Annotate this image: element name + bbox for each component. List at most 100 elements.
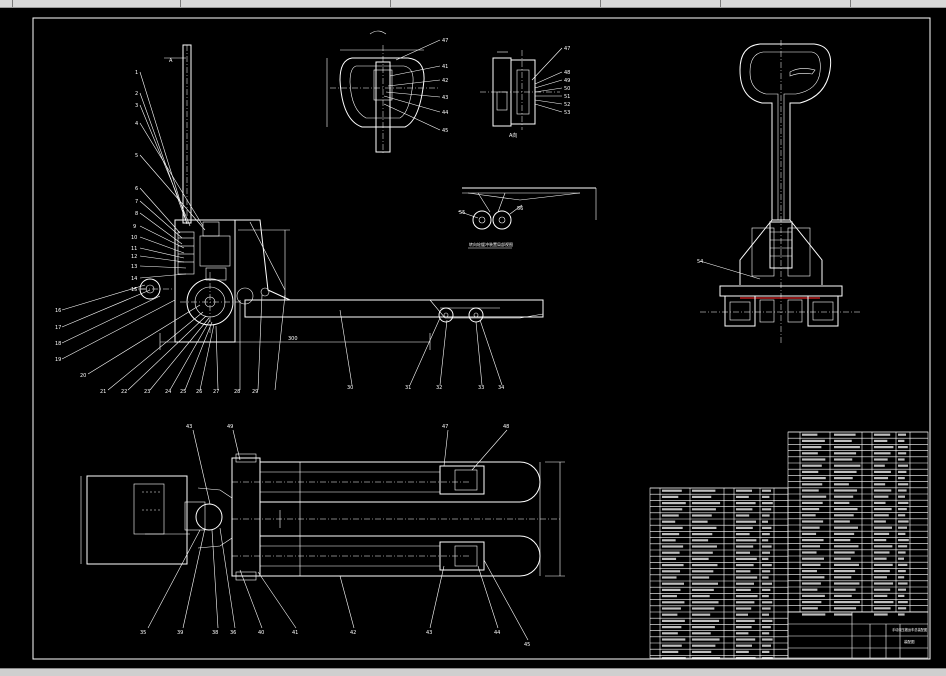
drawing-title: 手动液压搬运车总装配图 xyxy=(892,627,927,632)
table-cell-text xyxy=(834,532,855,535)
callout-39: 39 xyxy=(177,630,183,636)
table-cell-text xyxy=(898,458,905,461)
table-cell-text xyxy=(692,514,712,517)
callout-13: 13 xyxy=(131,264,137,270)
table-cell-text xyxy=(898,464,908,467)
table-cell-text xyxy=(898,588,906,591)
callout-38: 38 xyxy=(212,630,218,636)
callout-52: 52 xyxy=(564,102,570,108)
callout-44: 44 xyxy=(442,110,448,116)
table-cell-text xyxy=(762,595,769,598)
table-cell-text xyxy=(662,638,686,641)
table-cell-text xyxy=(692,557,709,560)
table-cell-text xyxy=(898,433,906,436)
table-cell-text xyxy=(874,545,893,548)
callout-19: 19 xyxy=(55,357,61,363)
table-cell-text xyxy=(898,532,906,535)
table-cell-text xyxy=(762,539,769,542)
table-cell-text xyxy=(662,644,682,647)
table-cell-text xyxy=(662,657,686,660)
callout-2: 2 xyxy=(135,91,138,97)
callout-1: 1 xyxy=(135,70,138,76)
table-cell-text xyxy=(834,526,858,529)
toolbar-separator xyxy=(12,0,13,7)
table-cell-text xyxy=(802,446,822,449)
toolbar-separator xyxy=(720,0,721,7)
callout-15: 15 xyxy=(131,287,137,293)
callout-36: 36 xyxy=(230,630,236,636)
table-cell-text xyxy=(662,607,681,610)
table-cell-text xyxy=(762,526,772,529)
callout-21: 21 xyxy=(100,389,106,395)
table-cell-text xyxy=(662,632,678,635)
table-cell-text xyxy=(736,564,754,567)
table-cell-text xyxy=(662,533,680,536)
table-cell-text xyxy=(802,613,826,616)
handle-detail-view: 47 41 42 43 44 45 xyxy=(326,30,448,155)
table-cell-text xyxy=(874,452,891,455)
table-cell-text xyxy=(874,594,888,597)
table-cell-text xyxy=(692,607,715,610)
table-cell-text xyxy=(874,520,886,523)
callout-17: 17 xyxy=(55,325,61,331)
callout-43-plan: 43 xyxy=(186,424,192,430)
table-cell-text xyxy=(736,526,753,529)
callout-49: 49 xyxy=(564,78,570,84)
table-cell-text xyxy=(802,588,818,591)
table-cell-text xyxy=(802,551,817,554)
table-cell-text xyxy=(834,501,850,504)
table-cell-text xyxy=(898,570,906,573)
toolbar-separator xyxy=(390,0,391,7)
table-cell-text xyxy=(802,607,818,610)
table-cell-text xyxy=(874,446,894,449)
table-cell-text xyxy=(692,539,709,542)
table-cell-text xyxy=(898,594,905,597)
table-cell-text xyxy=(662,564,684,567)
table-cell-text xyxy=(802,545,821,548)
toolbar-separator xyxy=(600,0,601,7)
callout-27: 27 xyxy=(213,389,219,395)
table-cell-text xyxy=(802,526,820,529)
table-cell-text xyxy=(898,446,908,449)
table-cell-text xyxy=(736,545,754,548)
table-cell-text xyxy=(692,564,718,567)
callout-5: 5 xyxy=(135,153,138,159)
callout-43: 43 xyxy=(442,95,448,101)
table-cell-text xyxy=(692,495,712,498)
table-cell-text xyxy=(802,570,817,573)
table-cell-text xyxy=(874,458,888,461)
table-cell-text xyxy=(874,601,894,604)
table-cell-text xyxy=(802,433,818,436)
table-cell-text xyxy=(802,594,825,597)
callout-48: 48 xyxy=(564,70,570,76)
table-cell-text xyxy=(662,545,684,548)
callout-42: 42 xyxy=(442,78,448,84)
table-cell-text xyxy=(662,508,683,511)
table-cell-text xyxy=(874,489,892,492)
table-cell-text xyxy=(802,501,823,504)
table-cell-text xyxy=(662,582,684,585)
callout-12: 12 xyxy=(131,254,137,260)
table-cell-text xyxy=(834,545,859,548)
table-cell-text xyxy=(762,650,770,653)
table-cell-text xyxy=(692,551,713,554)
table-cell-text xyxy=(692,595,710,598)
table-cell-text xyxy=(802,439,825,442)
callout-10: 10 xyxy=(131,235,137,241)
table-cell-text xyxy=(898,576,905,579)
callout-33: 33 xyxy=(478,385,484,391)
callout-4: 4 xyxy=(135,121,138,127)
table-cell-text xyxy=(834,495,854,498)
table-cell-text xyxy=(874,570,890,573)
dimension-label: 300 xyxy=(288,336,298,342)
callout-29: 29 xyxy=(252,389,258,395)
callout-53: 53 xyxy=(564,110,570,116)
table-cell-text xyxy=(898,526,907,529)
side-view: 300 A xyxy=(55,44,544,395)
table-cell-text xyxy=(874,526,892,529)
table-cell-text xyxy=(662,588,681,591)
table-cell-text xyxy=(834,489,858,492)
table-cell-text xyxy=(874,607,891,610)
table-cell-text xyxy=(662,570,681,573)
